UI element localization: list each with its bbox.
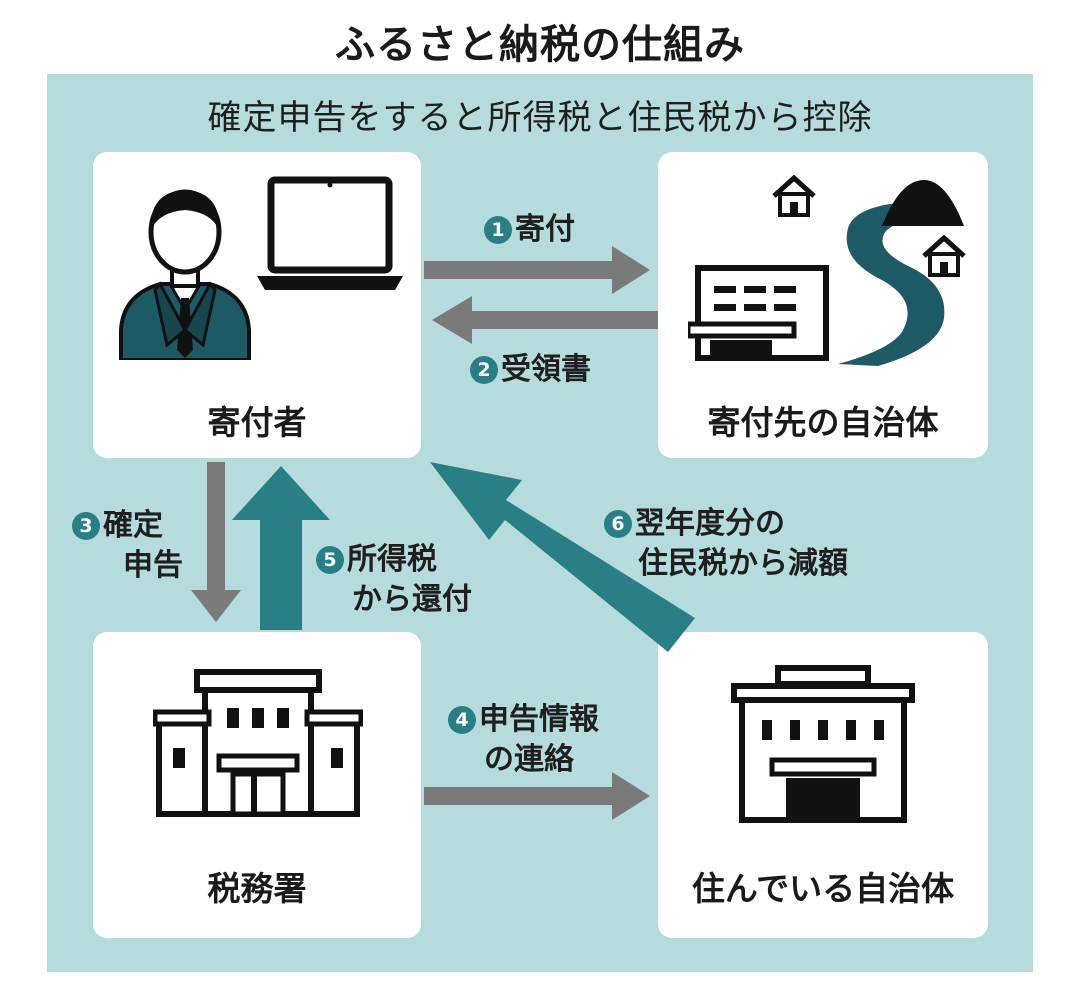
residence-municipality-node: 住んでいる自治体 <box>658 632 988 938</box>
flow-text: 所得税 <box>347 542 437 577</box>
mountain-icon <box>882 180 964 226</box>
tax-return-arrow <box>191 462 241 622</box>
flow-text-line2: 申告 <box>123 548 183 583</box>
receipt-arrow <box>432 296 658 344</box>
house-icon <box>772 174 816 217</box>
destination-municipality-label: 寄付先の自治体 <box>707 403 939 442</box>
info-transfer-arrow <box>424 772 650 820</box>
flow-text: 申告情報 <box>479 702 599 737</box>
city-hall-icon <box>688 265 829 361</box>
donation-arrow <box>424 246 650 294</box>
step-number-badge: 1 <box>484 216 512 244</box>
flow-text-line2: 住民税から減額 <box>638 546 848 581</box>
river-icon <box>838 201 958 366</box>
income-tax-refund-arrow <box>232 466 330 630</box>
flow-text: 受領書 <box>501 352 591 387</box>
flow-text: 確定 <box>103 508 163 543</box>
resident-tax-reduction-arrow <box>430 462 695 652</box>
residence-municipality-label: 住んでいる自治体 <box>691 869 955 908</box>
destination-municipality-node: 寄付先の自治体 <box>658 152 988 458</box>
tax-office-icon <box>153 669 363 817</box>
step-number-badge: 3 <box>72 512 100 540</box>
step-number-badge: 5 <box>316 546 344 574</box>
step-number-badge: 2 <box>470 356 498 384</box>
house-icon <box>922 234 966 277</box>
person-icon <box>119 189 251 360</box>
donor-label: 寄付者 <box>207 403 307 442</box>
step-number-badge: 4 <box>448 706 476 734</box>
diagram-subtitle: 確定申告をすると所得税と住民税から控除 <box>207 98 873 138</box>
tax-office-label: 税務署 <box>207 869 307 908</box>
donor-node: 寄付者 <box>93 152 421 458</box>
step-number-badge: 6 <box>604 510 632 538</box>
municipal-building-icon <box>731 665 915 823</box>
flow-text-line2: から還付 <box>352 582 472 617</box>
laptop-icon <box>257 176 403 290</box>
page-title: ふるさと納税の仕組み <box>335 22 745 68</box>
flow-text-line2: の連絡 <box>484 742 574 777</box>
flow-text: 翌年度分の <box>635 506 785 541</box>
flow-text: 寄付 <box>515 212 575 247</box>
tax-office-node: 税務署 <box>93 632 421 938</box>
